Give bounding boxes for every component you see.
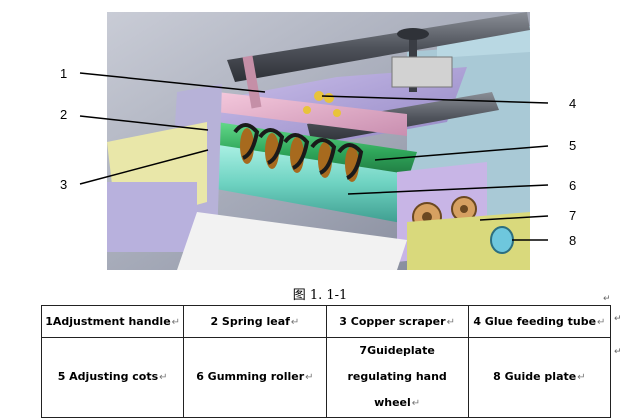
legend-cell-text: 3 Copper scraper bbox=[339, 315, 446, 328]
legend-cell: 1Adjustment handle↵ bbox=[40, 305, 185, 338]
legend-cell: 4 Glue feeding tube↵ bbox=[467, 305, 612, 338]
legend-cell-text: 7Guideplate regulating hand wheel bbox=[347, 344, 447, 409]
legend-cell-text: 5 Adjusting cots bbox=[57, 370, 159, 383]
legend-row: 1Adjustment handle↵ 2 Spring leaf↵ 3 Cop… bbox=[40, 305, 612, 338]
legend-cell: 6 Gumming roller↵ bbox=[183, 337, 327, 418]
cell-end-mark: ↵ bbox=[305, 372, 314, 383]
cell-end-mark: ↵ bbox=[446, 317, 455, 328]
callout-4: 4 bbox=[569, 96, 577, 111]
gluing-machine-render bbox=[107, 12, 530, 270]
callout-7: 7 bbox=[569, 208, 577, 223]
legend-cell-text: 2 Spring leaf bbox=[210, 315, 290, 328]
legend-cell: 7Guideplate regulating hand wheel↵ bbox=[325, 337, 469, 418]
cell-end-mark: ↵ bbox=[597, 317, 606, 328]
row-end-mark: ↵ bbox=[614, 347, 622, 357]
legend-cell: 8 Guide plate↵ bbox=[467, 337, 612, 418]
legend-cell-text: 6 Gumming roller bbox=[196, 370, 305, 383]
legend-cell-text: 8 Guide plate bbox=[493, 370, 577, 383]
cell-end-mark: ↵ bbox=[411, 398, 421, 409]
legend-cell: 2 Spring leaf↵ bbox=[183, 305, 327, 338]
callout-3: 3 bbox=[60, 177, 68, 192]
row-end-mark: ↵ bbox=[614, 314, 622, 324]
callout-1: 1 bbox=[60, 66, 68, 81]
cell-end-mark: ↵ bbox=[171, 317, 181, 328]
cell-end-mark: ↵ bbox=[290, 317, 300, 328]
legend-cell-text: 1Adjustment handle bbox=[45, 315, 171, 328]
legend-cell-text: 4 Glue feeding tube bbox=[473, 315, 597, 328]
callout-5: 5 bbox=[569, 138, 577, 153]
paragraph-mark: ↵ bbox=[603, 294, 611, 304]
callout-8: 8 bbox=[569, 233, 577, 248]
legend-cell: 5 Adjusting cots↵ bbox=[40, 337, 185, 418]
legend-cell: 3 Copper scraper↵ bbox=[325, 305, 469, 338]
legend-row: 5 Adjusting cots↵ 6 Gumming roller↵ 7Gui… bbox=[40, 337, 612, 418]
parts-legend-table: 1Adjustment handle↵ 2 Spring leaf↵ 3 Cop… bbox=[40, 305, 612, 418]
cell-end-mark: ↵ bbox=[577, 372, 586, 383]
callout-2: 2 bbox=[60, 107, 68, 122]
cell-end-mark: ↵ bbox=[159, 372, 168, 383]
figure-caption: 图 1. 1-1 bbox=[292, 288, 348, 303]
callout-6: 6 bbox=[569, 178, 577, 193]
